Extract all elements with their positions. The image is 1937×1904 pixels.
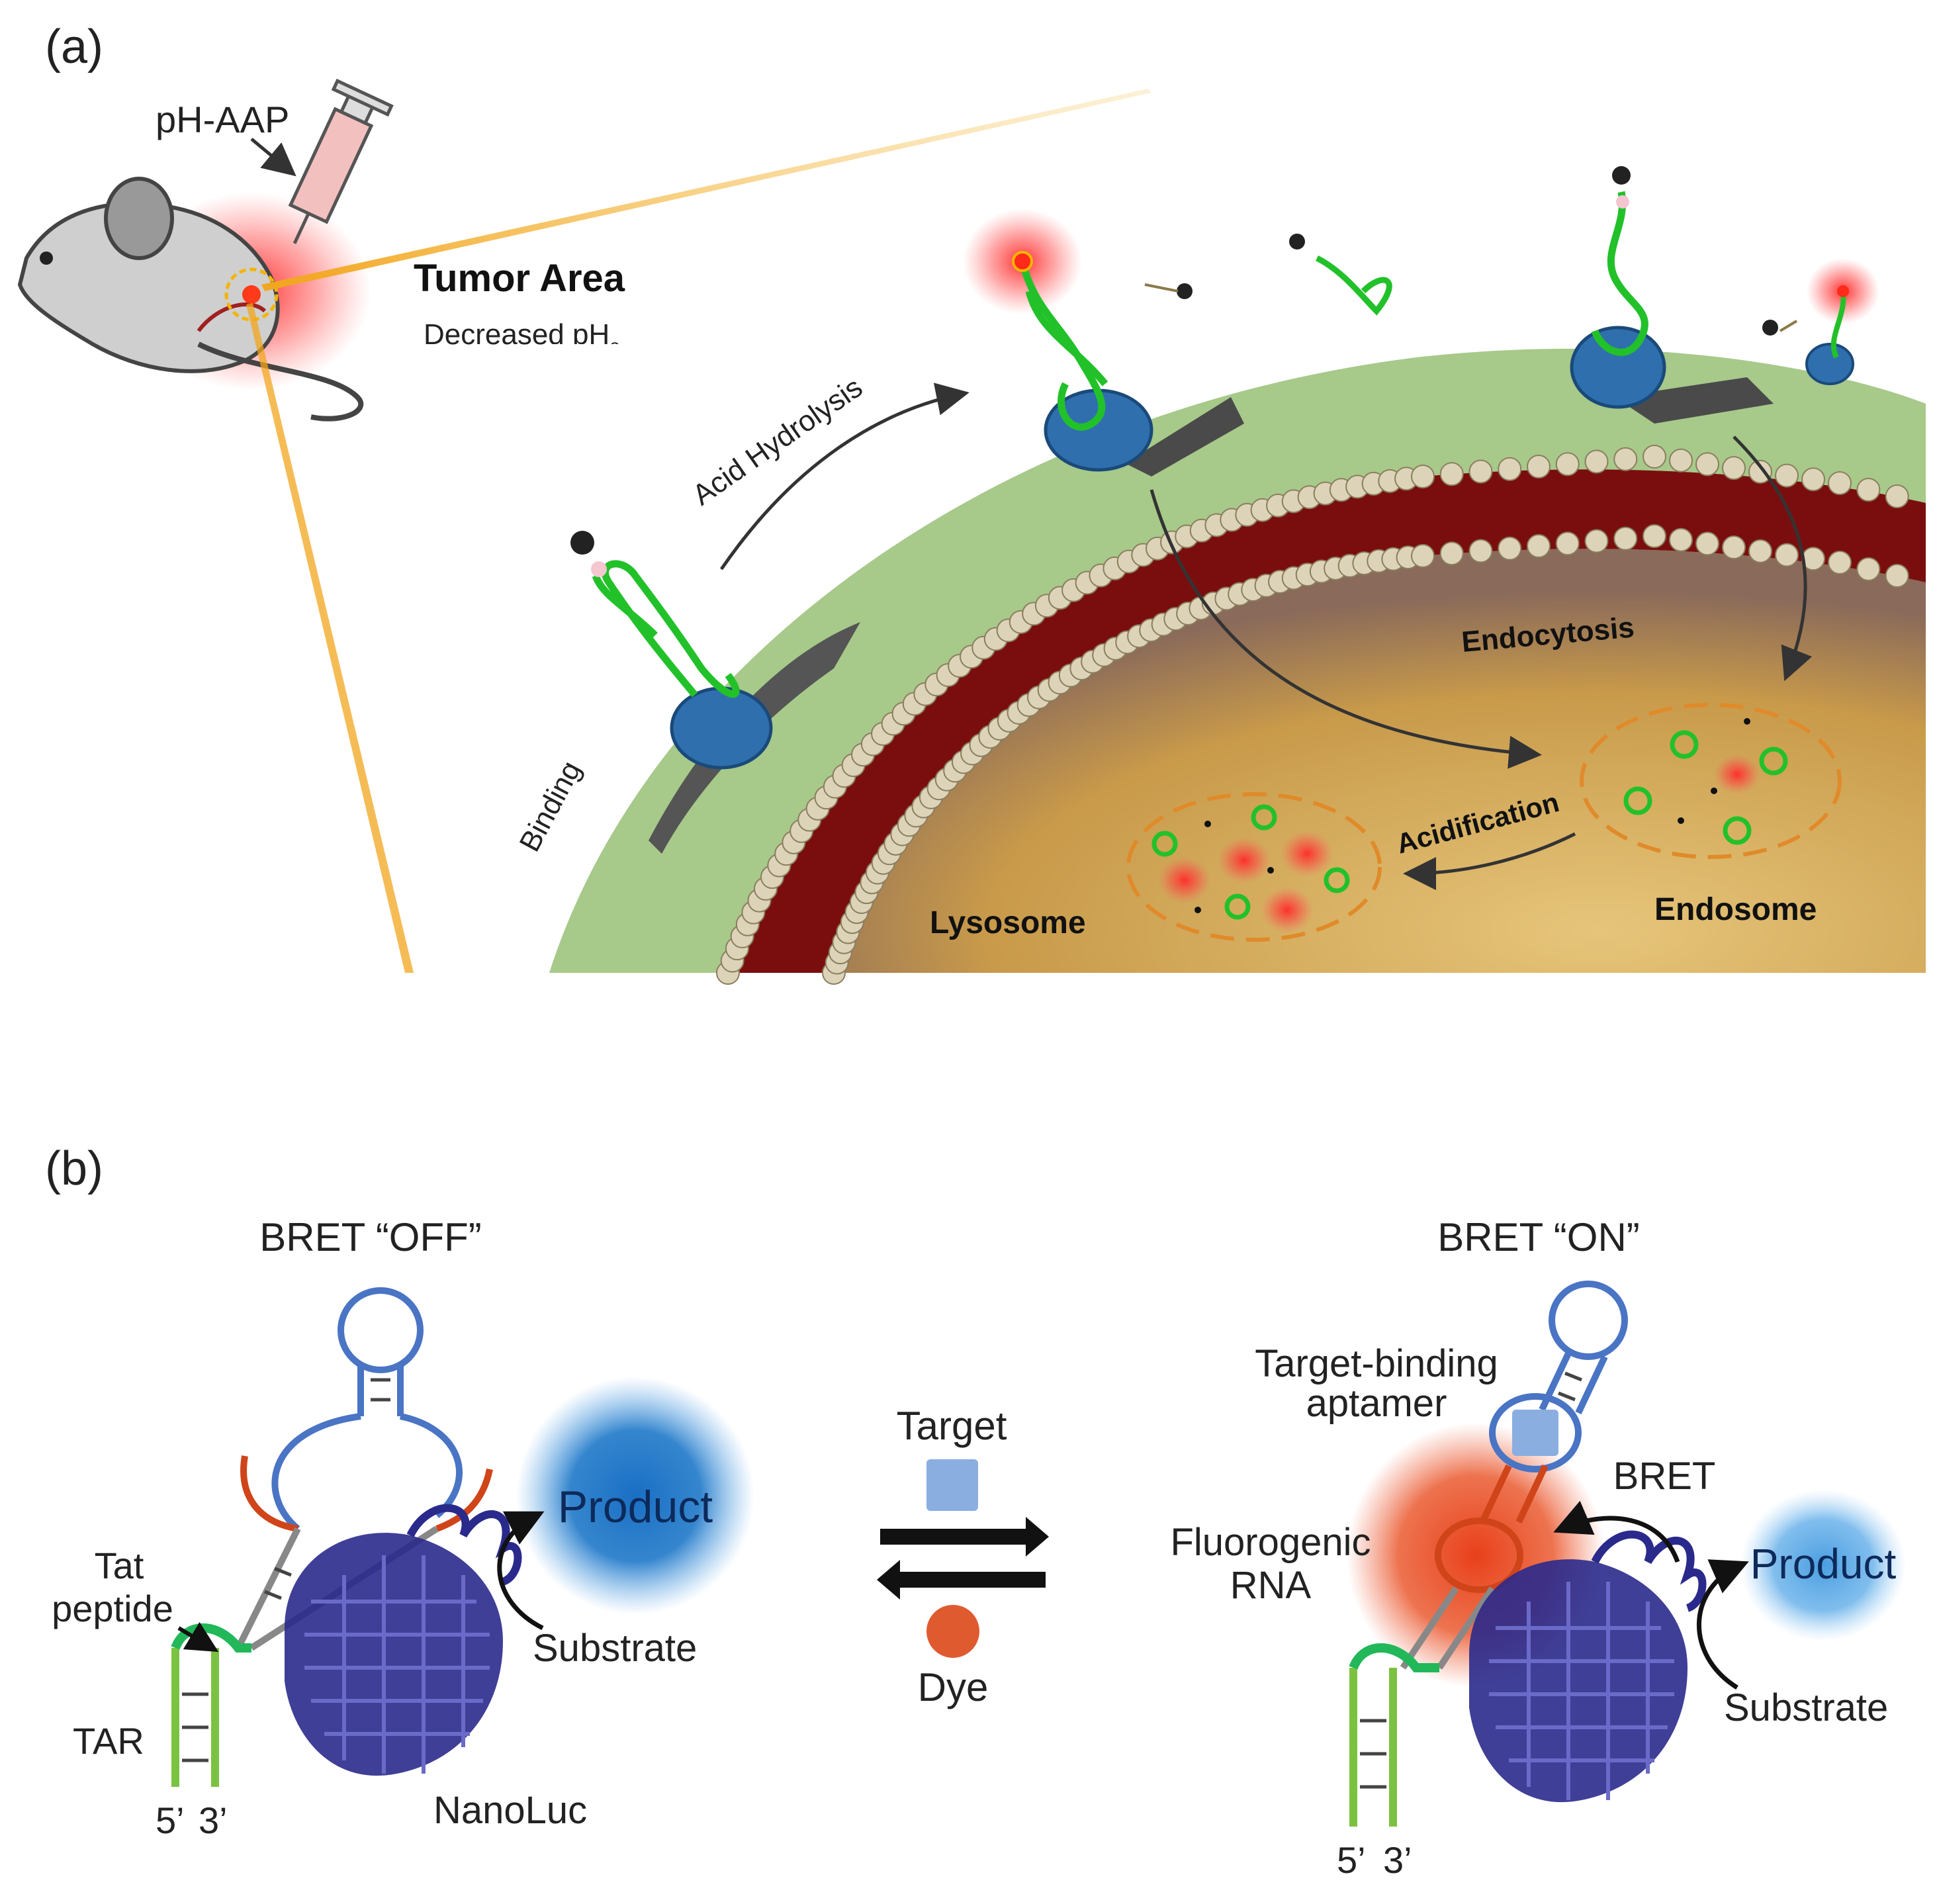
substrate-label-left: Substrate — [533, 1627, 697, 1670]
tat-pointer-arrow — [177, 1621, 219, 1653]
fluorogenic-label-line2: RNA — [1230, 1564, 1312, 1607]
aptamer-label-line1: Target-binding — [1255, 1342, 1498, 1385]
lipid-head-bead — [1801, 467, 1825, 492]
three-prime-right: 3’ — [1383, 1839, 1412, 1881]
bret-on-rna-construct — [1349, 1281, 1628, 1827]
forward-equilibrium-arrow — [880, 1517, 1049, 1557]
endocytosis-arrow-left — [1149, 489, 1542, 769]
lipid-head-bead — [1885, 564, 1909, 588]
substrate-arrow-left — [497, 1511, 545, 1631]
fluorogenic-label-line1: Fluorogenic — [1170, 1521, 1371, 1564]
panel-a-label: (a) — [45, 21, 103, 73]
lipid-head-bead — [1411, 544, 1435, 568]
dye-label: Dye — [918, 1665, 989, 1709]
tat-peptide-label-line1: Tat — [95, 1545, 144, 1586]
lipid-head-bead — [1643, 445, 1666, 469]
lipid-head-bead — [1439, 462, 1464, 486]
zoom-beam-upper — [261, 89, 1151, 291]
substrate-label-right: Substrate — [1724, 1686, 1888, 1729]
injection-arrow — [250, 138, 296, 177]
lipid-head-bead — [1775, 463, 1799, 488]
aptamer-label-line2: aptamer — [1306, 1382, 1447, 1425]
tumor-area-title: Tumor Area — [414, 257, 625, 300]
product-glow-right — [1740, 1489, 1906, 1641]
syringe-icon — [288, 78, 394, 244]
dye-circle-icon — [926, 1605, 979, 1658]
receptor-upper-complex — [1570, 166, 1879, 409]
lipid-head-bead — [1468, 459, 1493, 484]
lipid-head-bead — [1613, 526, 1638, 551]
acidification-arrow — [1403, 832, 1576, 890]
lipid-head-bead — [1775, 543, 1799, 567]
target-square-icon — [926, 1459, 978, 1511]
acid-hydrolysis-arrow — [719, 383, 969, 570]
nanoluc-protein — [285, 1504, 522, 1776]
lipid-head-bead — [1498, 536, 1522, 561]
receptor-binding-complex — [570, 531, 773, 770]
substrate-arrow-right — [1696, 1559, 1749, 1690]
lipid-head-bead — [1885, 484, 1909, 508]
nanoluc-protein-on — [1469, 1530, 1707, 1803]
three-prime-left: 3’ — [199, 1799, 228, 1841]
lipid-head-bead — [1722, 456, 1746, 480]
tat-peptide-label-line2: peptide — [52, 1588, 173, 1629]
receptor-activated-complex — [963, 208, 1153, 472]
free-quencher-fragments — [1144, 234, 1798, 336]
five-prime-left: 5’ — [156, 1799, 185, 1841]
panel-b-label: (b) — [45, 1142, 103, 1195]
tar-label: TAR — [73, 1720, 144, 1762]
zoom-beam-lower — [246, 303, 414, 973]
lipid-head-bead — [1411, 465, 1435, 488]
endosome-vesicle — [1580, 703, 1842, 859]
bret-on-title: BRET “ON” — [1437, 1215, 1640, 1259]
reverse-equilibrium-arrow — [877, 1560, 1046, 1600]
cell-membrane-illustration — [549, 344, 1926, 973]
product-glow-left — [516, 1377, 754, 1615]
endosome-label: Endosome — [1654, 892, 1817, 927]
lipid-head-groups — [716, 445, 1909, 985]
lipid-head-bead — [1468, 539, 1493, 563]
bret-transfer-arrow — [1553, 1500, 1680, 1563]
lipid-head-bead — [1555, 452, 1580, 476]
lipid-head-bead — [1669, 448, 1693, 473]
bound-target-square-icon — [1512, 1410, 1558, 1456]
bret-label: BRET — [1613, 1455, 1716, 1498]
lipid-head-bead — [1856, 478, 1881, 502]
lipid-head-bead — [1828, 551, 1852, 574]
target-label: Target — [897, 1404, 1007, 1448]
lipid-head-bead — [1856, 557, 1881, 581]
lipid-head-bead — [1695, 531, 1719, 556]
lipid-head-bead — [1584, 529, 1609, 553]
lipid-head-bead — [1527, 455, 1551, 478]
bret-off-title: BRET “OFF” — [259, 1215, 482, 1259]
nanoluc-label: NanoLuc — [433, 1789, 587, 1832]
lipid-head-bead — [1439, 541, 1464, 566]
product-label-right: Product — [1750, 1540, 1897, 1588]
five-prime-right: 5’ — [1337, 1839, 1366, 1881]
lipid-head-bead — [1828, 471, 1852, 495]
lysosome-vesicle — [1126, 792, 1382, 942]
injection-label: pH-AAP — [156, 99, 289, 140]
lipid-head-bead — [1748, 539, 1772, 563]
lipid-head-bead — [1722, 535, 1746, 560]
endocytosis-arrow-right — [1733, 435, 1813, 682]
lipid-head-bead — [1498, 457, 1522, 481]
lipid-head-bead — [1613, 447, 1638, 471]
lipid-head-bead — [1669, 527, 1693, 552]
tumor-target-icon — [224, 267, 279, 322]
lipid-head-bead — [1555, 531, 1580, 556]
lipid-head-bead — [1643, 524, 1666, 548]
lipid-head-bead — [1527, 534, 1551, 558]
lipid-head-bead — [1748, 459, 1772, 484]
lysosome-label: Lysosome — [930, 905, 1086, 940]
lipid-head-bead — [1695, 452, 1719, 476]
lipid-head-bead — [1584, 449, 1609, 474]
product-label-left: Product — [558, 1482, 713, 1532]
mouse-illustration — [17, 177, 371, 422]
